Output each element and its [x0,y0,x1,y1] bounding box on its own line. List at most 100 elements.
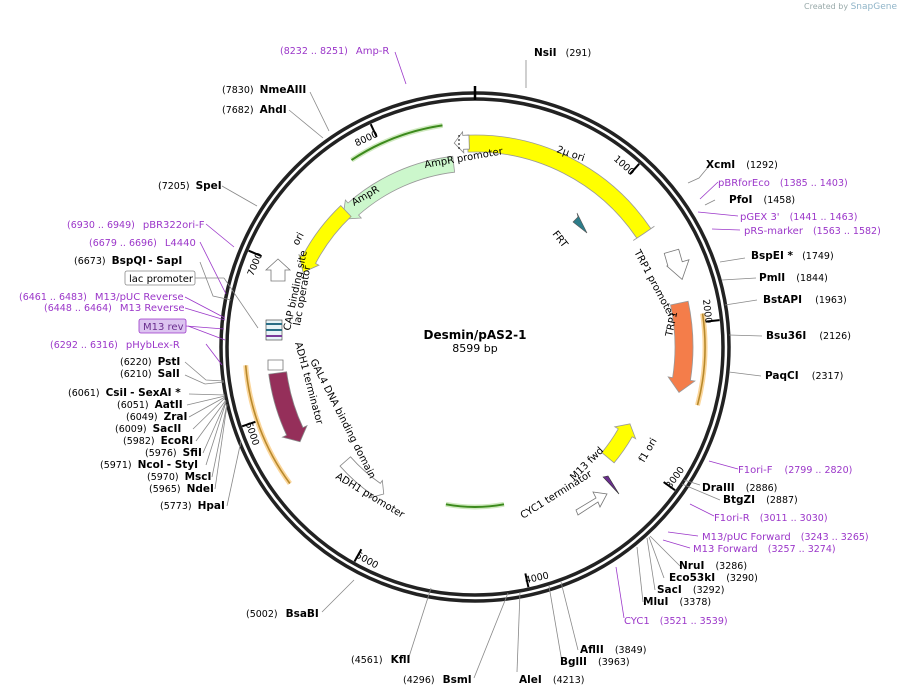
enzyme-label: (5965)NdeI [149,483,214,495]
cap-site-arrow[interactable] [264,258,292,282]
feat-label-ori: ori [291,231,307,248]
enzyme-label: AleI (4213) [519,668,584,687]
adh1-promoter-arrow[interactable] [339,456,385,499]
primer-label: pGEX 3'(1441 .. 1463) [740,212,857,223]
enzyme-labels-bottom-left: (4296)BsmI (4561)KflI (5002)BsaBI [246,608,472,686]
f1-ori-arrow[interactable] [601,423,637,464]
gal4-arrow[interactable] [268,371,308,443]
tick-5000 [353,548,363,562]
lac-promoter-label: lac promoter [129,274,194,285]
plasmid-length: 8599 bp [452,342,497,355]
enzyme-label: (5976)SfiI [145,447,202,459]
cyc1-terminator-arrow[interactable] [575,491,608,516]
enzyme-label: Eco53kI (3290) [669,566,758,585]
enzyme-label: BglII (3963) [560,650,630,669]
enzyme-label: (7205)SpeI [158,180,222,192]
enzyme-label: XcmI (1292) [706,153,778,172]
right-orange-arc [696,313,706,406]
primer-label: (8232 .. 8251)Amp-R [280,46,389,57]
enzyme-label: (6061)CsiI- SexAI * [68,387,181,399]
feat-label-frt: FRT [550,229,570,251]
feat-label-cyc1-terminator: CYC1 terminator [519,468,595,521]
primer-label: pBRforEco(1385 .. 1403) [718,178,848,189]
ori-arrow[interactable] [298,204,352,273]
adh1-terminator-arrow[interactable] [267,359,284,371]
tick-6000 [241,420,256,428]
enzyme-label: (6220)PstI [120,356,180,368]
primer-leaders [184,51,741,619]
enzyme-label: (4296)BsmI [403,674,472,686]
enzyme-labels-right: NsiI (291) XcmI (1292) PfoI (1458) BspEI… [519,41,851,687]
primer-label: CYC1(3521 .. 3539) [624,616,728,627]
snapgene-logo-text: SnapGene [850,2,897,12]
enzyme-label: (6049)ZraI [126,411,187,423]
feat-label-trp1: TRP1 [664,310,680,338]
tick-3000 [663,481,676,492]
primer-label: M13/pUC Forward(3243 .. 3265) [702,532,869,543]
snapgene-credit: Created by SnapGene [804,2,897,12]
enzyme-label: AflII (3849) [580,638,646,657]
feat-label-f1-ori: f1 ori [637,436,660,464]
enzyme-label: (5773)HpaI [160,500,225,512]
bottom-green-arc [445,503,505,508]
primer-label: (6679 .. 6696)L4440 [89,238,196,249]
primer-label: pRS-marker(1563 .. 1582) [744,226,881,237]
primer-label: F1ori-F(2799 .. 2820) [738,465,852,476]
primer-label: (6292 .. 6316)pHybLex-R [50,340,180,351]
enzyme-label: BspEI * (1749) [751,244,834,263]
enzyme-label: BstAPI (1963) [763,288,847,307]
ampr-green-arc [350,124,443,161]
primer-label: (6461 .. 6483)M13/pUC Reverse [19,292,184,303]
credit-prefix: Created by [804,2,849,11]
enzyme-label: (7830)NmeAIII [222,84,306,96]
enzyme-label: (7682)AhdI [222,104,287,116]
enzyme-leaders [184,60,763,679]
primer-label: (6930 .. 6949)pBR322ori-F [67,220,205,231]
left-orange-arc [244,365,291,484]
enzyme-label: (6051)AatII [117,399,183,411]
tick-8000 [369,123,378,138]
enzyme-label: PaqCI (2317) [765,364,843,383]
enzyme-label: (5970)MscI [147,471,211,483]
ampr-promoter-arrow[interactable] [453,130,470,154]
enzyme-label: (6210)SalI [120,368,180,380]
m13-fwd-arrow[interactable] [602,475,620,495]
feat-label-ampr-promoter: AmpR promoter [424,146,505,171]
trp1-promoter-arrow[interactable] [663,247,693,282]
enzyme-label: NruI (3286) [679,554,747,573]
enzyme-labels-left: (7830)NmeAIII (7682)AhdI (7205)SpeI (667… [68,84,306,512]
primer-label: F1ori-R(3011 .. 3030) [714,513,828,524]
enzyme-label: (4561)KflI [351,654,410,666]
tick-label-7000: 7000 [246,251,266,278]
two-micron-ori-arrow[interactable] [466,134,655,241]
tick-7000 [248,249,262,258]
frt-arrow[interactable] [572,212,588,234]
enzyme-label: (5971)NcoI- StyI [100,459,198,471]
enzyme-label: SacI (3292) [657,578,724,597]
primer-label: (6448 .. 6464)M13 Reverse [44,303,185,314]
tick-label-2000: 2000 [700,299,714,324]
plasmid-name: Desmin/pAS2-1 [424,328,527,342]
enzyme-label: MluI (3378) [643,590,711,609]
enzyme-label: BtgZI (2887) [723,488,798,507]
primer-label: M13 Forward(3257 .. 3274) [693,544,836,555]
enzyme-label: DraIII (2886) [702,476,777,495]
enzyme-label: (6673)BspQI- SapI [74,255,182,267]
enzyme-label: (5982)EcoRI [123,435,193,447]
tick-2000 [705,319,720,323]
m13-rev-label: M13 rev [143,322,184,333]
tick-4000 [524,573,530,588]
enzyme-label: (6009)SacII [115,423,181,435]
enzyme-label: PfoI (1458) [729,188,795,207]
tick-label-4000: 4000 [524,570,550,586]
ampr-arrow[interactable] [342,155,456,220]
primer-labels: (8232 .. 8251)Amp-R pBRforEco(1385 .. 14… [19,46,881,627]
trp1-arrow[interactable] [667,300,696,394]
enzyme-label: Bsu36I (2126) [766,324,851,343]
enzyme-label: (5002)BsaBI [246,608,319,620]
tick-label-5000: 5000 [354,550,380,571]
enzyme-label: NsiI (291) [534,41,591,60]
tick-1000 [629,163,640,175]
